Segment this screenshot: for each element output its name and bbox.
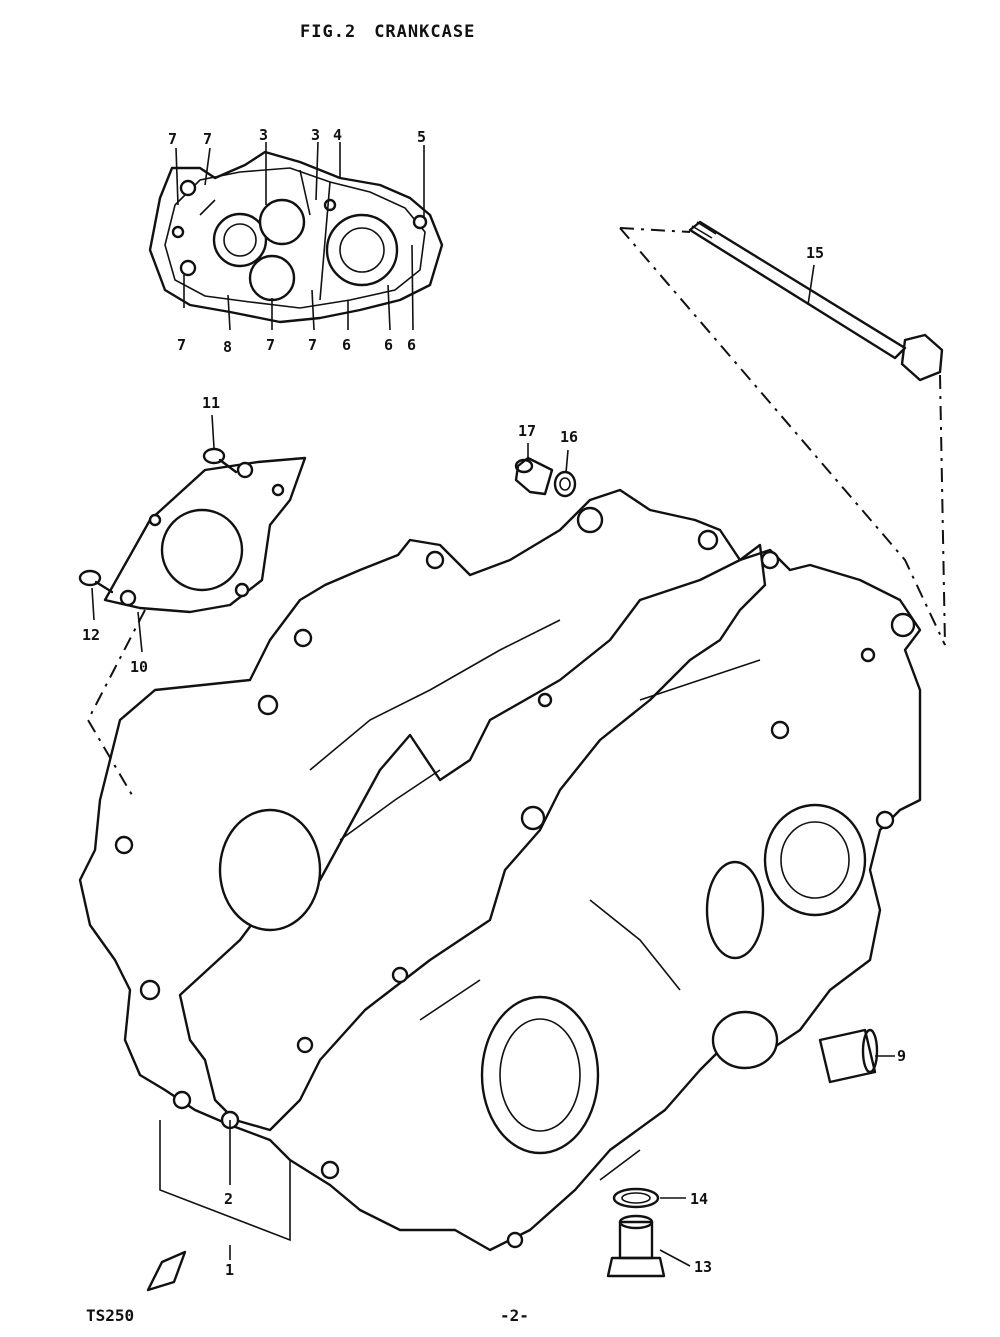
inset-crankcase-inner-view [148,150,444,324]
through-bolt-15 [688,220,944,382]
callout-1: 1 [225,1261,234,1279]
callout-7b: 7 [203,130,212,148]
callout-6a: 6 [342,336,351,354]
drain-plug-13 [606,1214,666,1278]
callout-3a: 3 [259,126,268,144]
callout-3b: 3 [311,126,320,144]
washer-16 [553,470,577,498]
callout-16: 16 [560,428,578,446]
callout-6b: 6 [384,336,393,354]
crankcase-assembly-1 [78,488,922,1252]
callout-7a: 7 [168,130,177,148]
callout-7c: 7 [177,336,186,354]
callout-15: 15 [806,244,824,262]
figure-title: FIG.2 CRANKCASE [300,22,493,42]
figure-number: FIG.2 [300,22,357,42]
callout-7e: 7 [308,336,317,354]
page-number: -2- [500,1306,529,1325]
screw-11 [202,447,238,474]
inset-leader-lines [175,141,425,331]
callout-numbers: 7 7 3 3 4 5 7 8 7 7 6 6 6 15 11 17 16 12… [82,126,906,1279]
callout-17: 17 [518,422,536,440]
callout-9: 9 [897,1047,906,1065]
front-direction-badge: FWD [146,1250,187,1292]
main-leader-lines [91,264,895,1267]
gasket-washer-14 [612,1187,660,1209]
plug-9 [818,1028,879,1084]
callout-5: 5 [417,128,426,146]
callout-8: 8 [223,338,232,356]
screw-12 [78,569,114,594]
alignment-phantom-lines [86,227,946,796]
callout-10: 10 [130,658,148,676]
callout-4: 4 [333,126,342,144]
figure-name: CRANKCASE [374,22,476,42]
cylinder-stud-plate-10 [103,456,307,614]
model-code: TS250 [86,1306,135,1325]
callout-2: 2 [224,1190,233,1208]
callout-7d: 7 [266,336,275,354]
callout-6c: 6 [407,336,416,354]
dowel-pin-17 [514,456,554,496]
callout-11: 11 [202,394,220,412]
callout-12: 12 [82,626,100,644]
callout-14: 14 [690,1190,708,1208]
callout-13: 13 [694,1258,712,1276]
